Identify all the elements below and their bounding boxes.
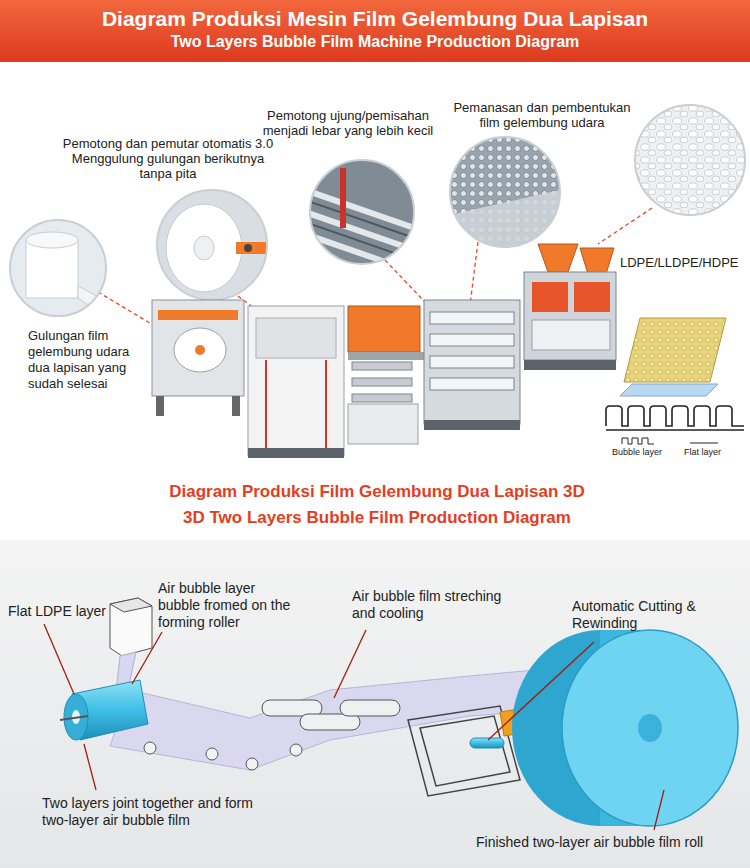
legend-label: Bubble layer [612,447,672,458]
callout-text: Pemotong dan pemutar otomatis 3.0 Menggu… [62,136,274,181]
legend-label: Flat layer [684,447,744,458]
subtitle-text: Two Layers Bubble Film Machine Productio… [0,31,750,53]
title-text: Diagram Produksi Mesin Film Gelembung Du… [0,6,750,31]
title-band: Diagram Produksi Mesin Film Gelembung Du… [0,0,750,62]
section-heading: Diagram Produksi Film Gelembung Dua Lapi… [2,481,750,503]
part-label: Air bubble layer bubble fromed on the fo… [158,580,300,631]
material-label: LDPE/LLDPE/HDPE [620,255,748,270]
part-label: Two layers joint together and form two-l… [42,795,260,829]
part-label: Flat LDPE layer [8,603,128,620]
callout-text: Gulungan film gelembung udara dua lapisa… [28,328,148,392]
part-label: Finished two-layer air bubble film roll [476,834,748,851]
section-heading: 3D Two Layers Bubble Film Production Dia… [2,507,750,529]
callout-text: Pemanasan dan pembentukan film gelembung… [452,100,632,130]
part-label: Automatic Cutting & Rewinding [572,598,710,632]
callout-text: Pemotong ujung/pemisahan menjadi lebar y… [262,108,434,138]
part-label: Air bubble film streching and cooling [352,588,527,622]
machine [152,244,616,458]
